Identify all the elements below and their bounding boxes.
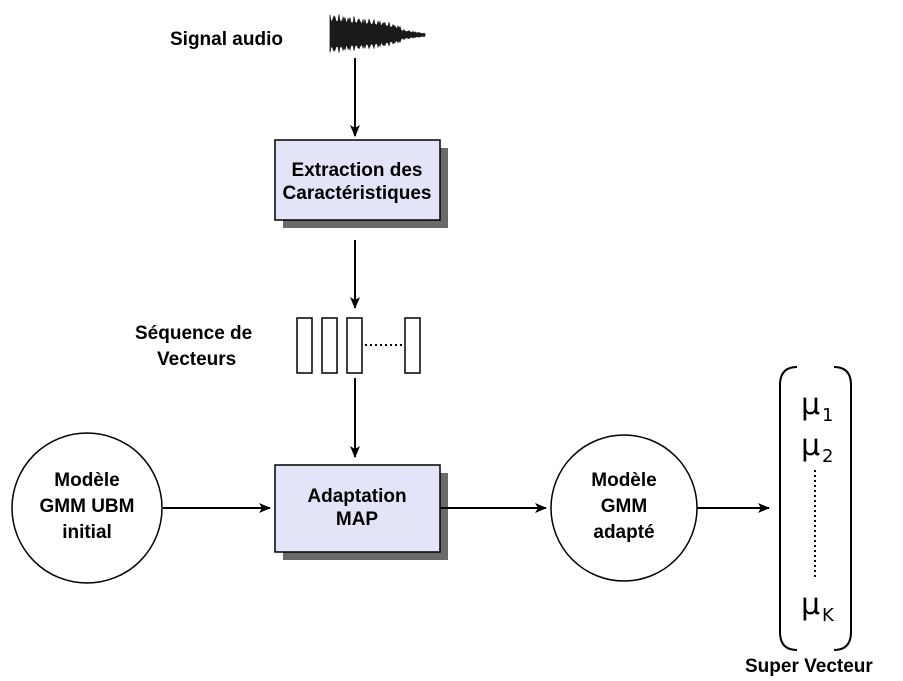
vector-rect: [296, 317, 313, 374]
mu-k-subscript: K: [822, 605, 835, 626]
adaptation-label-line1: Adaptation: [307, 486, 406, 507]
ubm-label-line2: GMM UBM: [40, 496, 135, 517]
ubm-label-line3: initial: [62, 522, 112, 543]
adaptation-label-line2: MAP: [336, 509, 379, 530]
mu-1-subscript: 1: [822, 405, 833, 426]
super-vector: μ 1 μ 2 μ K: [779, 366, 852, 651]
vector-rect: [404, 317, 421, 374]
extraction-box: Extraction des Caractéristiques: [274, 139, 448, 228]
sequence-label-line1: Séquence de: [135, 323, 252, 344]
extraction-label-line1: Extraction des: [292, 160, 423, 181]
vector-rect: [346, 317, 363, 374]
vector-rect: [321, 317, 338, 374]
super-vector-label: Super Vecteur: [745, 656, 873, 677]
adapted-label-line3: adapté: [593, 522, 654, 543]
left-bracket: [779, 366, 798, 651]
mu-1-symbol: μ: [801, 387, 820, 422]
adaptation-box: Adaptation MAP: [274, 464, 448, 560]
mu-k-symbol: μ: [801, 587, 820, 622]
sequence-label-line2: Vecteurs: [157, 349, 236, 370]
mu-2-symbol: μ: [801, 428, 820, 463]
signal-audio-label: Signal audio: [170, 29, 283, 50]
right-bracket: [833, 366, 852, 651]
waveform-icon: [329, 14, 426, 53]
vector-sequence: [296, 317, 421, 374]
adapted-label-line1: Modèle: [591, 470, 656, 491]
mu-2-subscript: 2: [822, 446, 833, 467]
adapted-model-circle: Modèle GMM adapté: [550, 434, 698, 582]
adapted-label-line2: GMM: [601, 496, 647, 517]
extraction-label-line2: Caractéristiques: [283, 183, 432, 204]
ubm-model-circle: Modèle GMM UBM initial: [11, 432, 163, 584]
ubm-label-line1: Modèle: [54, 470, 119, 491]
